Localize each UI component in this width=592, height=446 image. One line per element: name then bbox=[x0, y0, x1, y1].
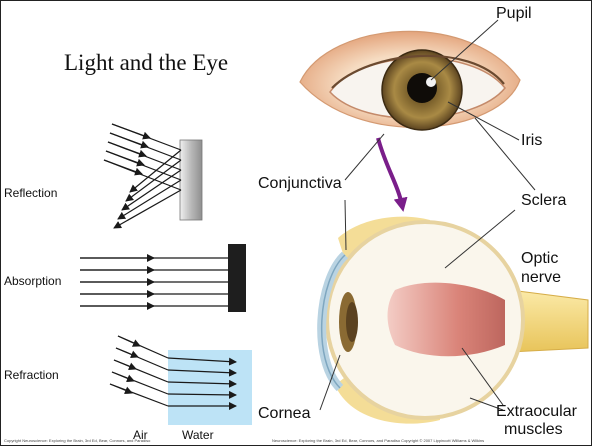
extraocular-label-line2: muscles bbox=[504, 422, 563, 439]
reflection-label: Reflection bbox=[4, 187, 57, 200]
cornea-label: Cornea bbox=[258, 406, 310, 423]
absorber-block bbox=[228, 244, 246, 312]
mirror bbox=[180, 140, 202, 220]
refraction-label: Refraction bbox=[4, 369, 59, 382]
optic-nerve-label-line2: nerve bbox=[521, 270, 561, 287]
pupil-label: Pupil bbox=[496, 6, 532, 23]
extraocular-muscle-shape bbox=[388, 283, 506, 357]
conjunctiva-label: Conjunctiva bbox=[258, 176, 342, 193]
absorption-rays bbox=[80, 258, 228, 306]
absorption-diagram bbox=[80, 244, 246, 312]
refraction-diagram bbox=[110, 336, 252, 425]
water-region bbox=[168, 350, 252, 425]
reflection-rays bbox=[104, 124, 181, 228]
iris-label: Iris bbox=[521, 133, 542, 150]
eye-highlight bbox=[426, 77, 436, 87]
optic-nerve-label-line1: Optic bbox=[521, 251, 558, 268]
purple-arrow bbox=[378, 138, 402, 205]
sclera-label: Sclera bbox=[521, 193, 566, 210]
extraocular-label-line1: Extraocular bbox=[496, 404, 577, 421]
external-eye bbox=[300, 31, 520, 130]
absorption-label: Absorption bbox=[4, 275, 61, 288]
slide-title: Light and the Eye bbox=[64, 50, 228, 76]
lens-section bbox=[346, 302, 358, 342]
reflection-diagram bbox=[104, 124, 202, 228]
eye-cross-section bbox=[322, 217, 588, 424]
credit-left: Copyright Neuroscience: Exploring the Br… bbox=[4, 438, 150, 443]
credit-right: Neuroscience: Exploring the Brain, 3rd E… bbox=[272, 438, 484, 443]
water-label: Water bbox=[182, 429, 214, 442]
